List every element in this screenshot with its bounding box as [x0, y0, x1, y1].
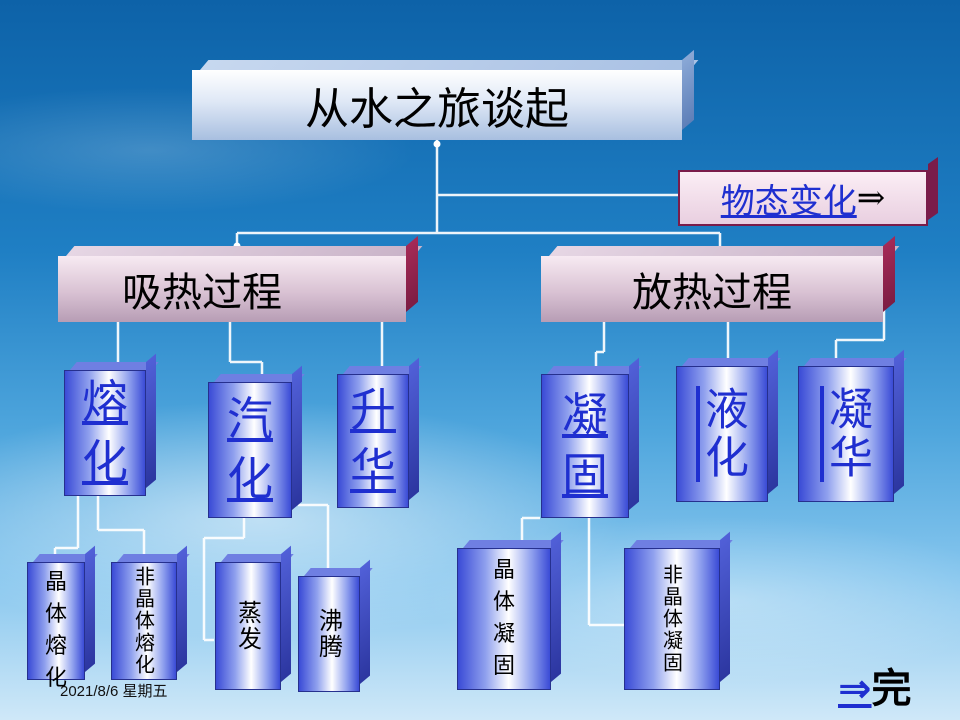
evaporation-box: 蒸发 — [215, 545, 294, 690]
finish-label: 完 — [871, 666, 912, 712]
amorphous-melting-label: 非晶体熔化 — [131, 566, 156, 676]
boiling-box: 沸腾 — [298, 559, 373, 692]
solidification-link[interactable]: 凝 固 — [562, 388, 608, 502]
vaporization-link[interactable]: 汽 化 — [227, 392, 273, 506]
release-heat-box: 放热过程 — [541, 235, 900, 322]
arrow-icon: ⇒ — [856, 178, 886, 218]
evaporation-label: 蒸发 — [233, 600, 262, 652]
crystal-solidification-box: 晶 体 凝 固 — [457, 531, 564, 690]
nav-finish[interactable]: ⇒完 — [838, 656, 912, 714]
page-title: 从水之旅谈起 — [305, 84, 569, 135]
liquefaction-link[interactable]: 液化 — [697, 386, 748, 482]
boiling-label: 沸腾 — [314, 608, 343, 660]
solidification-box[interactable]: 凝 固 — [541, 357, 642, 518]
next-arrow-icon[interactable]: ⇒ — [838, 666, 872, 712]
desublimation-box[interactable]: 凝华 — [798, 349, 907, 502]
amorphous-melting-box: 非晶体熔化 — [111, 545, 190, 680]
amorphous-solidification-box: 非晶体凝固 — [624, 531, 733, 690]
sublimation-box[interactable]: 升 华 — [337, 357, 422, 508]
state-change-link[interactable]: 物态变化 — [720, 181, 857, 222]
footer-date: 2021/8/6 星期五 — [60, 683, 168, 700]
absorb-heat-box: 吸热过程 — [58, 235, 423, 322]
melting-box[interactable]: 熔 化 — [64, 353, 159, 496]
liquefaction-box[interactable]: 液化 — [676, 349, 781, 502]
desublimation-link[interactable]: 凝华 — [821, 386, 872, 482]
title-box: 从水之旅谈起 — [192, 49, 699, 140]
amorphous-solidification-label: 非晶体凝固 — [659, 564, 684, 674]
crystal-melting-label: 晶 体 熔 化 — [44, 570, 67, 691]
release-heat-label: 放热过程 — [632, 270, 792, 316]
crystal-melting-box: 晶 体 熔 化 — [27, 545, 98, 691]
absorb-heat-label: 吸热过程 — [122, 270, 282, 316]
link-box-state-change[interactable]: 物态变化⇒ — [678, 156, 938, 226]
melting-link[interactable]: 熔 化 — [82, 375, 128, 489]
crystal-solidification-label: 晶 体 凝 固 — [492, 558, 515, 679]
vaporization-box[interactable]: 汽 化 — [208, 365, 305, 518]
sublimation-link[interactable]: 升 华 — [350, 383, 396, 497]
